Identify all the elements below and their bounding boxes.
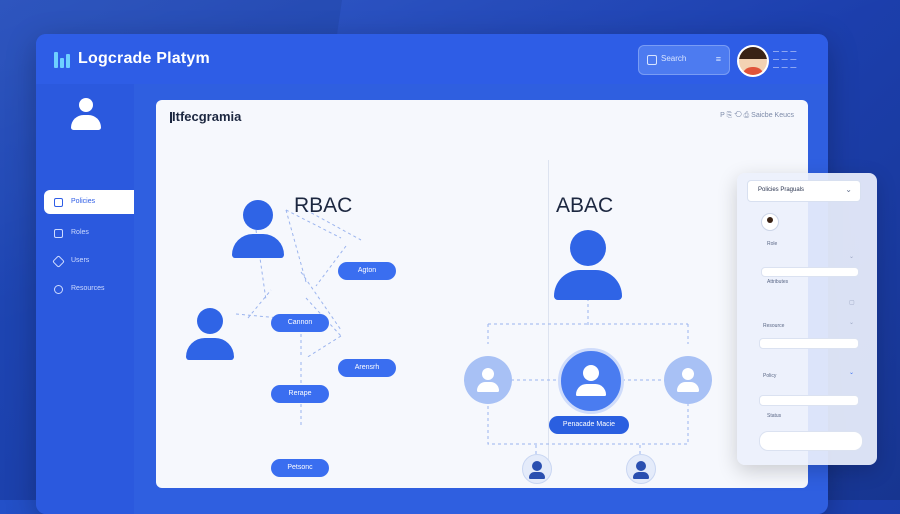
field-input[interactable] — [759, 395, 859, 406]
document-icon — [54, 198, 63, 207]
connector-lines — [235, 209, 689, 460]
rbac-node[interactable]: Arensrh — [338, 359, 396, 377]
sidebar-item-roles[interactable]: Roles — [44, 221, 134, 245]
field-input[interactable] — [761, 267, 859, 277]
menu-icon[interactable]: ≡ — [715, 54, 721, 64]
user-line: — — — — [773, 57, 797, 63]
main-panel: Itfecgramia P ⎘ ⟲ ⎙ Saicbe Keucs — [156, 100, 808, 488]
avatar[interactable] — [737, 45, 769, 77]
search-input[interactable]: Search ≡ — [638, 45, 730, 75]
chevron-down-icon[interactable]: ⌄ — [849, 320, 855, 326]
user-circle-small[interactable] — [626, 454, 656, 484]
avatar — [761, 213, 779, 231]
action-button[interactable] — [759, 431, 863, 451]
search-icon — [647, 55, 657, 65]
user-circle[interactable] — [558, 348, 624, 414]
user-icon — [71, 98, 101, 132]
user-icon — [186, 308, 234, 360]
panel-toolbar[interactable]: P ⎘ ⟲ ⎙ Saicbe Keucs — [720, 112, 794, 119]
app-window: Logcrade Platym Search ≡ — — — — — — — —… — [36, 34, 828, 514]
users-icon — [52, 255, 65, 268]
attribute-circle[interactable] — [664, 356, 712, 404]
field-input[interactable] — [759, 338, 859, 349]
sidebar-item-label: Users — [71, 257, 90, 264]
policy-detail-panel: Policies Praguals ⌄ Role ⌄ Attributes ▢ … — [737, 173, 877, 465]
sidebar-item-policies[interactable]: Policies — [44, 190, 134, 214]
sidebar-item-label: Policies — [71, 198, 96, 205]
user-icon — [554, 230, 622, 300]
field-label: Status — [767, 413, 782, 419]
sidebar: Policies Roles Users Resources — [36, 84, 134, 514]
square-icon[interactable]: ▢ — [849, 300, 855, 306]
page-title: Itfecgramia — [172, 109, 242, 124]
settings-icon — [54, 285, 63, 294]
title-bar: Logcrade Platym Search ≡ — — — — — — — —… — [36, 34, 828, 84]
rbac-node[interactable]: Petsonc — [271, 459, 329, 477]
sidebar-item-label: Resources — [71, 285, 105, 292]
user-info: — — — — — — — — — — [773, 48, 797, 72]
title-accent — [170, 112, 172, 123]
abac-badge[interactable]: Penacade Macie — [549, 416, 629, 434]
rbac-node[interactable]: Agton — [338, 262, 396, 280]
chevron-down-icon: ⌄ — [845, 185, 852, 194]
search-label: Search — [661, 54, 687, 63]
sidebar-item-label: Roles — [71, 229, 89, 236]
select-value: Policies Praguals — [758, 187, 805, 193]
chevron-down-icon[interactable]: ⌄ — [849, 254, 855, 260]
rbac-node[interactable]: Rerape — [271, 385, 329, 403]
logo-icon — [54, 52, 72, 68]
field-label: Attributes — [767, 279, 789, 285]
field-label: Resource — [763, 323, 785, 329]
abac-title: ABAC — [556, 194, 614, 217]
field-label: Policy — [763, 373, 777, 379]
user-line: — — — — [773, 49, 797, 55]
list-icon — [54, 229, 63, 238]
user-icon — [232, 200, 284, 258]
app-title: Logcrade Platym — [78, 50, 210, 67]
rbac-title: RBAC — [294, 194, 353, 217]
chevron-down-icon[interactable]: ⌄ — [849, 370, 855, 376]
sidebar-item-resources[interactable]: Resources — [44, 277, 134, 301]
user-line: — — — — [773, 65, 797, 71]
field-label: Role — [767, 241, 778, 247]
policy-select[interactable]: Policies Praguals ⌄ — [747, 180, 861, 202]
attribute-circle[interactable] — [464, 356, 512, 404]
sidebar-item-users[interactable]: Users — [44, 249, 134, 273]
user-circle-small[interactable] — [522, 454, 552, 484]
section-divider — [548, 160, 549, 460]
rbac-node[interactable]: Cannon — [271, 314, 329, 332]
